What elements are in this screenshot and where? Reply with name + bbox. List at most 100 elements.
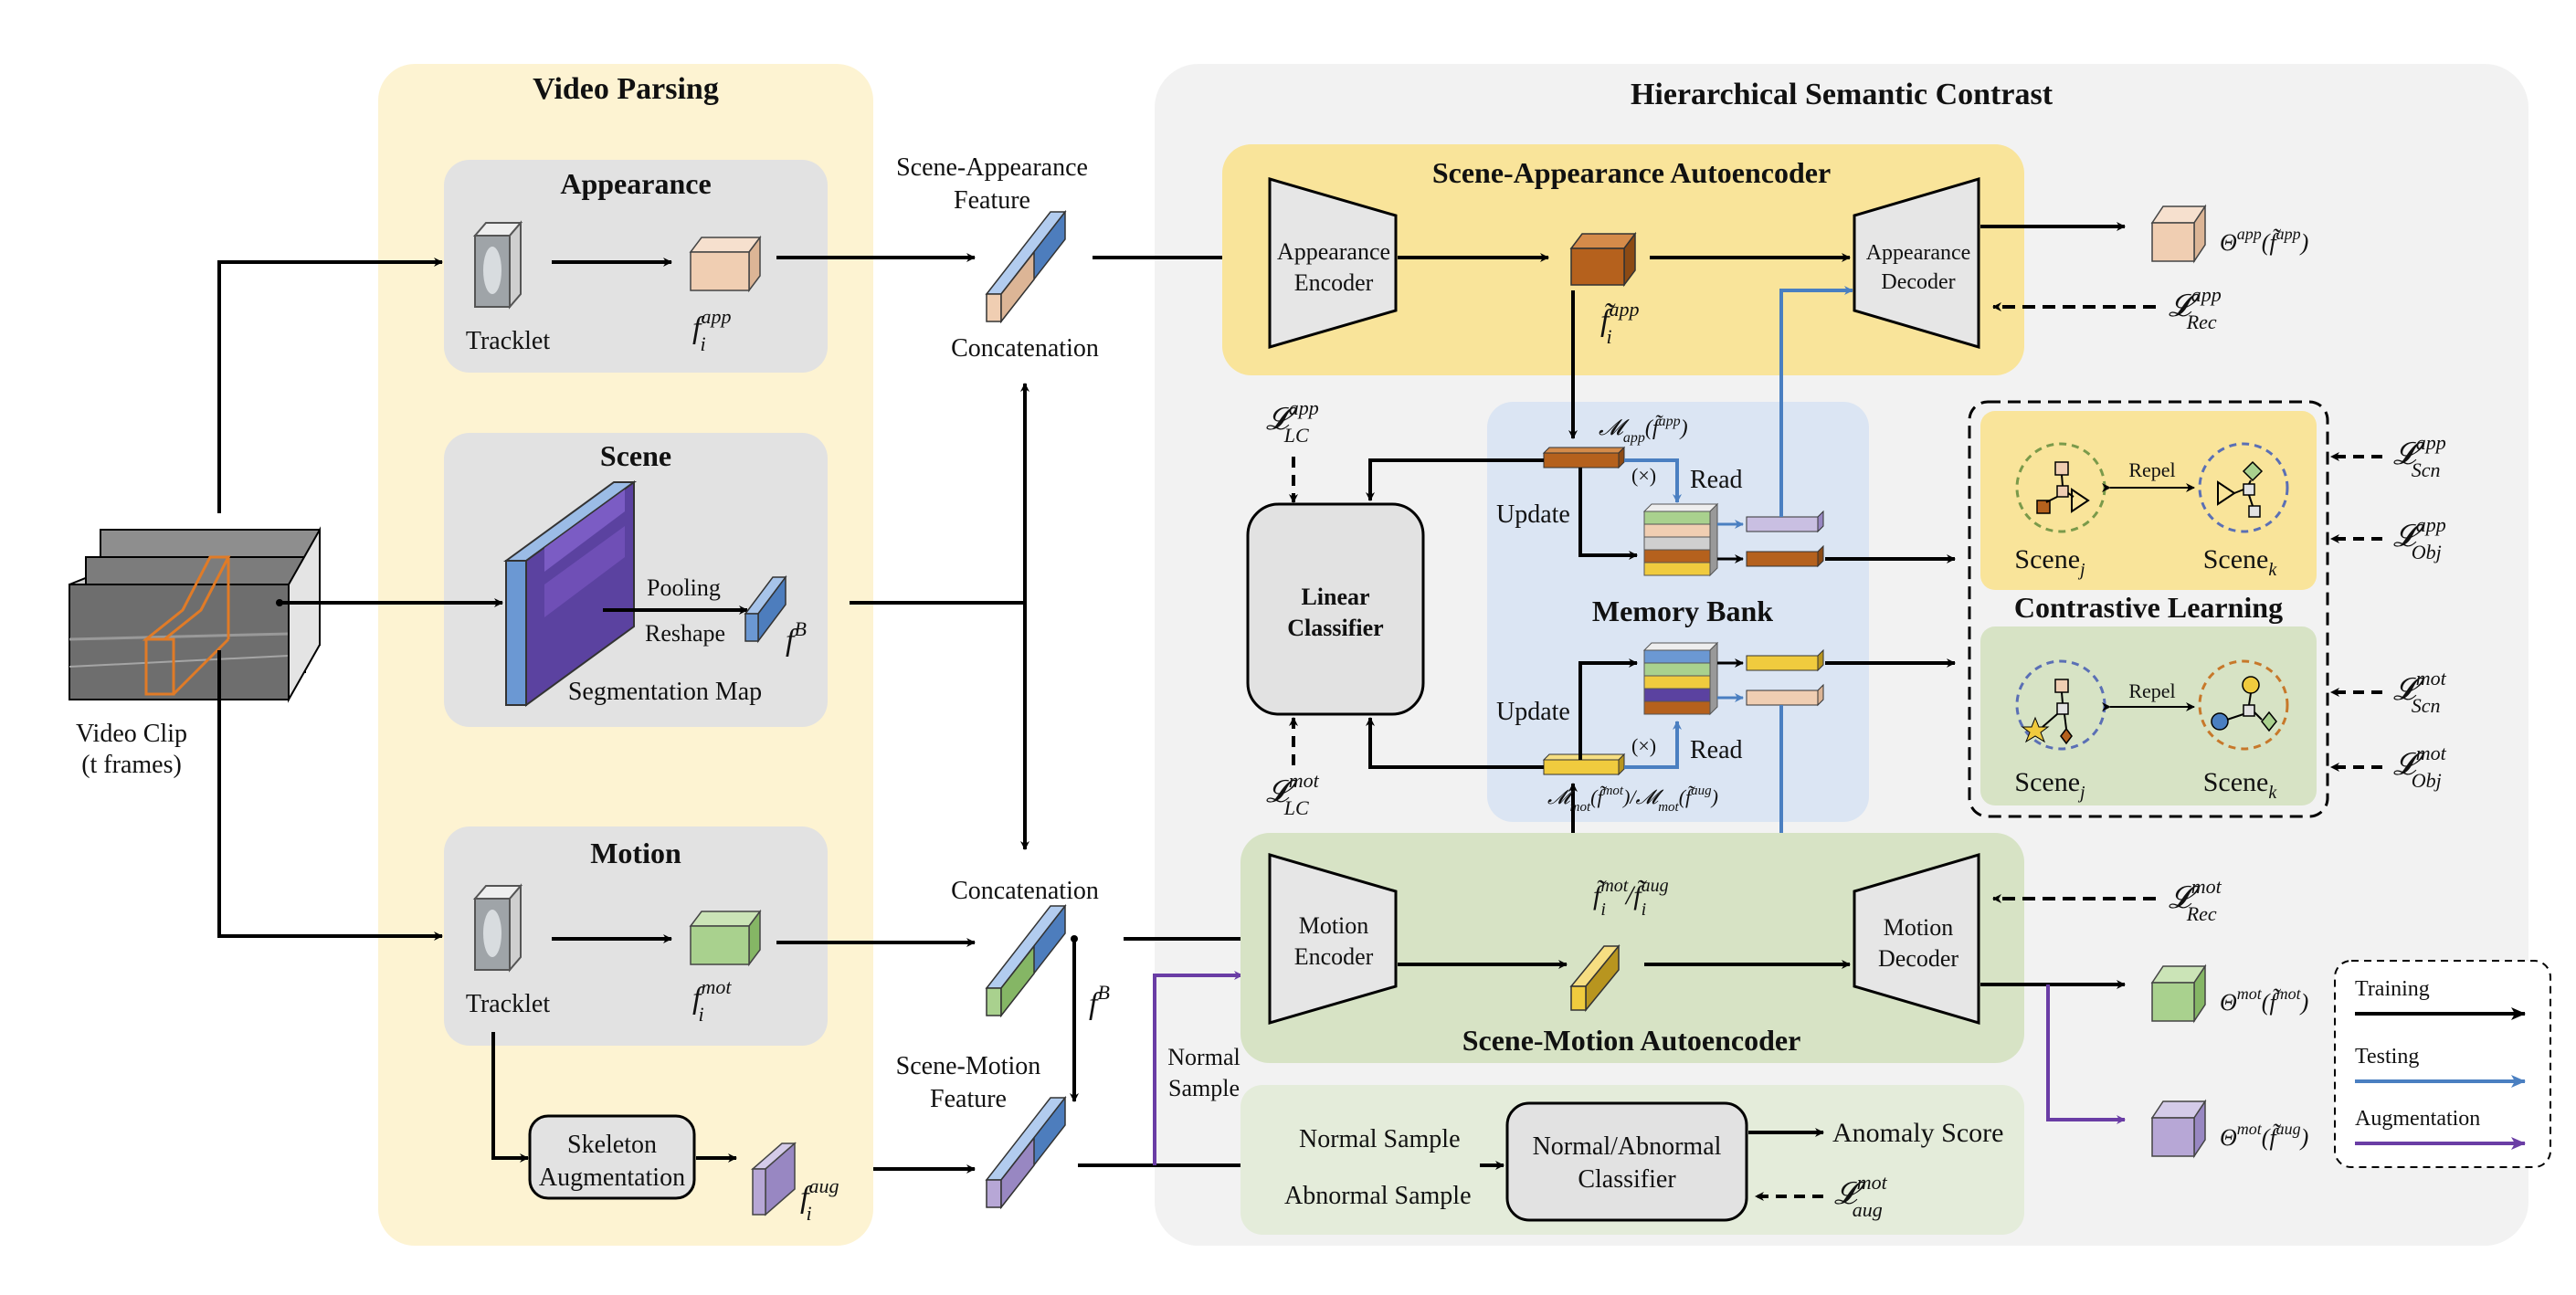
clip-to-motion-arrow — [217, 650, 443, 941]
mot-encoder — [1268, 853, 1398, 1025]
app-encoder-label-1: Appearance — [1277, 238, 1390, 265]
tracklet-to-skeleton-arrow — [491, 1032, 529, 1163]
scene-app-concat-feature — [985, 209, 1067, 324]
abnormal-sample-label: Abnormal Sample — [1284, 1182, 1472, 1210]
app-decoder-label-1: Appearance — [1866, 241, 1971, 265]
f-b-feature-scene — [744, 574, 787, 644]
reshape-label: Reshape — [645, 620, 725, 647]
skeleton-label-1: Skeleton — [567, 1131, 657, 1159]
skeleton-augmentation-box — [528, 1114, 696, 1200]
update-label-2: Update — [1496, 698, 1570, 726]
theta-app-feature — [2150, 204, 2207, 264]
linear-classifier-box — [1246, 502, 1425, 716]
read-mot-train-feature — [1746, 648, 1824, 672]
f-tilde-mot-feature — [1569, 943, 1621, 1013]
anomaly-score-label: Anomaly Score — [1832, 1118, 2003, 1148]
appearance-panel-title: Appearance — [560, 167, 711, 200]
scene-k-label-1: Scenek — [2203, 544, 2278, 580]
scene-mot-concat-feature — [985, 903, 1067, 1018]
f-aug-feature — [751, 1142, 797, 1216]
normal-sample-vert-label-1: Normal — [1167, 1044, 1240, 1070]
app-encoder — [1268, 177, 1398, 349]
normal-sample-label: Normal Sample — [1299, 1125, 1461, 1153]
legend-training-label: Training — [2355, 977, 2430, 1001]
m-app-feature — [1542, 446, 1626, 469]
mot-encoder-label-1: Motion — [1299, 912, 1369, 939]
pooling-label: Pooling — [647, 574, 721, 601]
read-app-blue-arrow — [1624, 458, 1682, 503]
memory-bank-panel — [1487, 402, 1869, 822]
update-label-1: Update — [1496, 500, 1570, 529]
scene-mot-feature-label-2: Feature — [930, 1085, 1007, 1113]
clip-to-appearance-arrow — [217, 258, 443, 513]
scene-app-autoencoder-title: Scene-Appearance Autoencoder — [1432, 156, 1831, 189]
scene-k-label-2: Scenek — [2203, 767, 2278, 803]
contrastive-app-panel — [1980, 411, 2317, 590]
scene-mot-autoencoder-panel — [1240, 833, 2024, 1063]
scene-app-feature-label-1: Scene-Appearance — [896, 153, 1088, 182]
scene-k-app-cluster — [2198, 442, 2289, 533]
theta-app-math: Θapp(f̃app) — [2220, 225, 2308, 256]
video-clip-label: Video Clip — [76, 720, 187, 748]
times-label-2: (×) — [1631, 734, 1656, 757]
concat2-label: Concatenation — [951, 877, 1099, 905]
contrastive-mot-panel — [1980, 626, 2317, 805]
tracklet-label-mot: Tracklet — [466, 990, 551, 1018]
scene-mot-autoencoder-title: Scene-Motion Autoencoder — [1462, 1024, 1801, 1057]
tracklet-motion — [472, 883, 523, 973]
f-mot-feature — [689, 909, 762, 967]
f-b-math-mid: fB — [1089, 981, 1110, 1021]
read-app-train-feature — [1746, 544, 1824, 568]
scene-k-mot-cluster — [2198, 659, 2289, 751]
na-classifier-label-1: Normal/Abnormal — [1533, 1132, 1722, 1161]
video-parsing-title: Video Parsing — [533, 72, 719, 106]
t-frames-label: (t frames) — [81, 751, 182, 779]
video-clip — [69, 526, 321, 703]
normal-sample-augmentation-arrow — [1153, 971, 1243, 1165]
linear-classifier-label-2: Classifier — [1287, 615, 1383, 641]
m-mot-feature — [1542, 753, 1626, 776]
app-encoder-label-2: Encoder — [1294, 269, 1374, 296]
concat1-label: Concatenation — [951, 334, 1099, 363]
memory-bank-title: Memory Bank — [1592, 595, 1773, 627]
contrastive-title: Contrastive Learning — [2014, 591, 2283, 624]
read-mot-blue-arrow — [1624, 721, 1682, 769]
tracklet-appearance — [472, 220, 523, 310]
scene-mot-feature-label-1: Scene-Motion — [896, 1052, 1041, 1080]
skeleton-label-2: Augmentation — [539, 1163, 685, 1192]
m-app-to-memory-update-arrow — [1578, 468, 1638, 560]
app-decoder-label-2: Decoder — [1881, 270, 1955, 294]
mot-decoder — [1853, 852, 1980, 1026]
hierarchical-title: Hierarchical Semantic Contrast — [1631, 78, 2053, 111]
theta-aug-feature — [2150, 1099, 2207, 1159]
tracklet-label-app: Tracklet — [466, 327, 551, 355]
read-app-test-feature — [1746, 510, 1824, 533]
repel-label-2: Repel — [2128, 679, 2175, 702]
scene-j-label-1: Scenej — [2014, 544, 2085, 580]
mot-decoder-label-1: Motion — [1884, 914, 1954, 941]
na-classifier-label-2: Classifier — [1578, 1165, 1676, 1194]
seg-map-label: Segmentation Map — [568, 678, 762, 706]
legend-testing-label: Testing — [2355, 1045, 2419, 1069]
contrastive-learning-frame — [1968, 400, 2329, 818]
scene-panel-title: Scene — [600, 439, 671, 472]
memory-stack-app — [1642, 502, 1719, 577]
motion-panel — [444, 826, 828, 1046]
theta-mot-feature — [2150, 963, 2207, 1024]
scene-aug-concat-feature — [985, 1095, 1067, 1210]
appearance-panel — [444, 160, 828, 373]
normal-sample-vert-label-2: Sample — [1168, 1075, 1240, 1101]
scene-j-mot-cluster — [2015, 659, 2106, 751]
